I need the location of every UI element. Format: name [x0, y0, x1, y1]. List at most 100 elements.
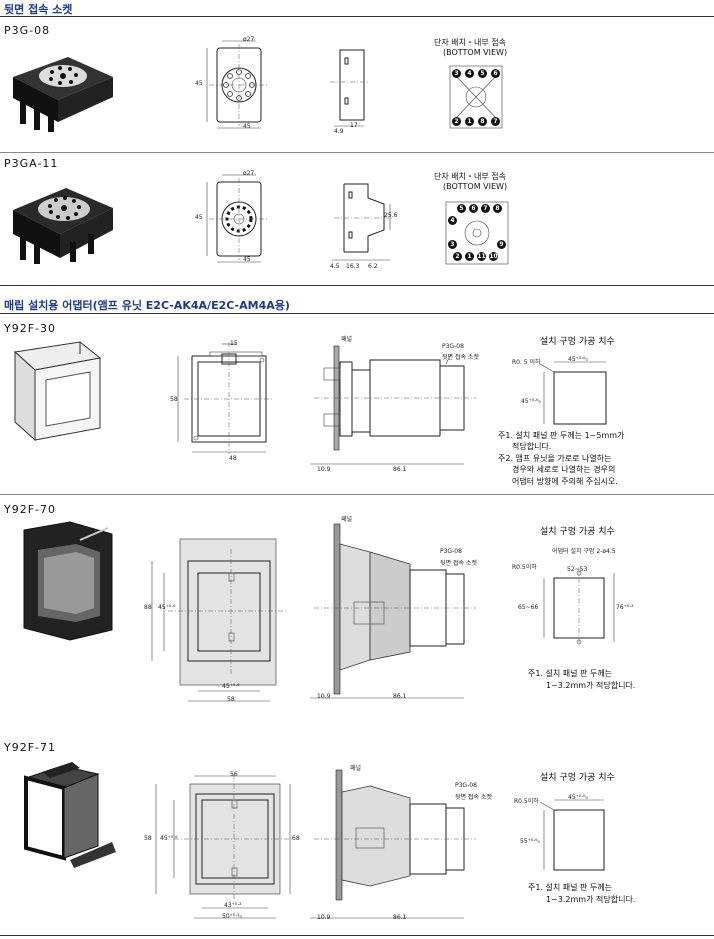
- dim-side-a: 10.9: [317, 914, 331, 921]
- pin-10: 10: [489, 252, 498, 261]
- dim-side-b: 17: [350, 122, 358, 129]
- cutout-radius: R0. 5 이하: [512, 359, 541, 366]
- side-drawing-y92f71: [310, 769, 476, 919]
- pin-2: 2: [452, 117, 461, 126]
- pin-layout-subtitle: (BOTTOM VIEW): [443, 48, 508, 57]
- dim-left-outer: 88: [144, 604, 152, 611]
- note-line: 1~3.2mm가 적당합니다.: [546, 681, 636, 690]
- cutout-hole-label: 어댑터 설치 구멍 2-ø4.5: [552, 548, 616, 555]
- note-line: 어댑터 방향에 주의해 주십시오.: [512, 477, 618, 486]
- pin-layout-title: 단자 배치・내부 접속: [434, 38, 506, 47]
- cutout-title: 설치 구멍 가공 치수: [540, 527, 615, 537]
- cutout-height: 45⁺⁰·⁶₀: [521, 398, 541, 405]
- model-label-p3g08: P3G-08: [4, 24, 51, 37]
- pin-2: 2: [453, 252, 462, 261]
- side-drawing-p3g08: [330, 49, 370, 127]
- socket-label: P3G-08: [440, 548, 462, 555]
- dim-left: 45: [195, 80, 203, 87]
- dim-side-b: 86.1: [393, 693, 407, 700]
- pin-11: 11: [477, 252, 486, 261]
- dim-bottom: 50⁺⁰·⁵₀: [222, 913, 242, 920]
- socket-label: P3G-08: [455, 782, 477, 789]
- bottom-border: [0, 935, 714, 936]
- row-divider: [0, 152, 714, 153]
- dim-top: 56: [230, 771, 238, 778]
- dim-bottom: 48: [229, 455, 237, 462]
- panel-label: 패널: [341, 516, 353, 523]
- pin-layout-title: 단자 배치・내부 접속: [434, 172, 506, 181]
- note-line: 주1. 설치 패널 판 두께는: [528, 669, 613, 678]
- socket-sublabel: 뒷면 접속 소켓: [442, 354, 479, 361]
- note-line: 주1. 설치 패널 판 두께는 1~5mm가: [498, 431, 625, 440]
- pin-4: 4: [465, 69, 474, 78]
- note-line: 1~3.2mm가 적당합니다.: [546, 895, 636, 904]
- cutout-drawing-y92f71: [539, 799, 605, 871]
- section-title-rear-socket: 뒷면 접속 소켓: [4, 3, 73, 16]
- cutout-width: 52~53: [567, 566, 588, 573]
- pin-5: 5: [478, 69, 487, 78]
- front-drawing-p3ga11: [206, 174, 269, 263]
- pin-7: 7: [491, 117, 500, 126]
- product-photo-y92f30: [13, 341, 102, 442]
- pin-1: 1: [465, 117, 474, 126]
- pin-9: 9: [497, 240, 506, 249]
- pin-8: 8: [478, 117, 487, 126]
- model-label-p3ga11: P3GA-11: [4, 157, 59, 170]
- dim-side-c: 6.2: [368, 263, 378, 270]
- dim-top: ø27: [243, 170, 255, 177]
- cutout-radius: R0.5이하: [514, 798, 539, 805]
- cutout-width: 45⁺⁰·⁶₀: [568, 356, 588, 363]
- product-photo-p3ga11: [13, 188, 113, 264]
- dim-side-a: 10.9: [317, 466, 331, 473]
- cutout-width: 45⁺⁰·⁶₀: [568, 794, 588, 801]
- dim-side-height: 25.6: [384, 212, 398, 219]
- dim-top: 15: [230, 340, 238, 347]
- note-line: 주2. 앰프 유닛을 가로로 나열하는: [498, 454, 612, 463]
- product-photo-p3g08: [13, 57, 113, 132]
- front-drawing-y92f70: [151, 538, 286, 702]
- front-drawing-y92f71: [155, 774, 294, 919]
- socket-sublabel: 뒷면 접속 소켓: [455, 794, 492, 801]
- dim-bottom-inner: 45⁺⁰·⁶: [222, 683, 240, 690]
- panel-label: 패널: [350, 765, 362, 772]
- dim-side-a: 4.9: [334, 128, 344, 135]
- pin-3: 3: [448, 240, 457, 249]
- side-drawing-y92f70: [310, 523, 476, 699]
- dim-top: ø27: [243, 36, 255, 43]
- side-drawing-y92f30: [310, 345, 476, 465]
- model-label-y92f30: Y92F-30: [4, 322, 57, 335]
- dim-bottom: 45: [243, 123, 251, 130]
- dim-left-outer: 58: [144, 835, 152, 842]
- cutout-title: 설치 구멍 가공 치수: [540, 337, 615, 347]
- dim-left: 58: [170, 396, 178, 403]
- dim-left-inner: 45⁺⁰·⁶: [160, 835, 178, 842]
- note-line: 적당합니다.: [512, 442, 552, 451]
- dim-right: 68: [292, 835, 300, 842]
- front-drawing-p3g08: [206, 40, 269, 129]
- side-drawing-p3ga11: [332, 183, 392, 261]
- dim-side-a: 4.5: [330, 263, 340, 270]
- pin-diagram-p3ga11: [445, 201, 509, 265]
- dim-side-b: 86.1: [393, 914, 407, 921]
- row-divider: [0, 494, 714, 495]
- cutout-height-2: 76⁺⁰·²: [616, 604, 634, 611]
- model-label-y92f70: Y92F-70: [4, 503, 57, 516]
- cutout-radius: R0.5이하: [512, 564, 537, 571]
- pin-4: 4: [448, 216, 457, 225]
- cutout-drawing-y92f30: [539, 361, 607, 425]
- pin-diagram-p3g08: [449, 65, 503, 129]
- cutout-height-1: 65~66: [518, 604, 539, 611]
- dim-left: 45: [195, 214, 203, 221]
- section-title-panel-adapter: 매립 설치용 어댑터(앰프 유닛 E2C-AK4A/E2C-AM4A용): [4, 299, 290, 312]
- pin-6: 6: [469, 204, 478, 213]
- socket-label: P3G-08: [442, 343, 464, 350]
- cutout-drawing-y92f70: [543, 568, 615, 646]
- dim-side-b: 86.1: [393, 466, 407, 473]
- cutout-title: 설치 구멍 가공 치수: [540, 773, 615, 783]
- pin-1: 1: [465, 252, 474, 261]
- section-divider: [0, 285, 714, 286]
- dim-bottom-inner: 43⁺⁰·²: [224, 902, 242, 909]
- dim-side-a: 10.9: [317, 693, 331, 700]
- section-divider: [0, 16, 714, 17]
- pin-3: 3: [452, 69, 461, 78]
